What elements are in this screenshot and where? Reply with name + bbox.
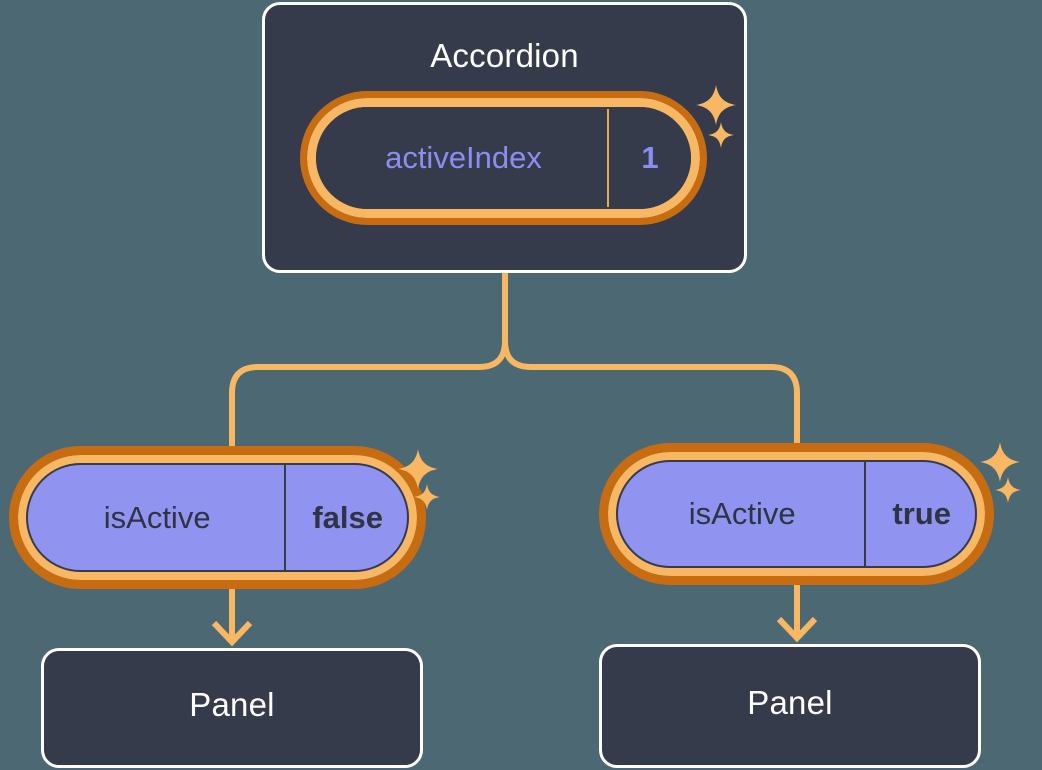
state-value-is-active-left: false (312, 499, 383, 535)
state-value-is-active-right: true (892, 496, 951, 531)
component-title-panel-left: Panel (189, 686, 275, 723)
arrow-head-right (776, 616, 818, 643)
sparkle-small-icon (413, 483, 441, 511)
state-key-is-active-left: isActive (26, 463, 287, 572)
component-title-panel-right: Panel (747, 684, 833, 721)
sparkle-large-icon (978, 440, 1022, 484)
state-value-active-index: 1 (641, 140, 659, 175)
component-box-panel-right[interactable]: Panel (599, 644, 981, 768)
arrow-head-left (211, 620, 253, 647)
state-key-active-index: activeIndex (316, 107, 609, 209)
connector-branch-left (229, 340, 508, 455)
state-pill-active-index[interactable]: activeIndex 1 (300, 91, 707, 225)
state-pill-is-active-false[interactable]: isActive false (9, 446, 426, 589)
sparkle-large-icon (396, 447, 440, 491)
connector-branch-right (502, 340, 800, 455)
state-key-is-active-right: isActive (616, 460, 867, 568)
state-pill-is-active-true[interactable]: isActive true (599, 443, 994, 585)
sparkle-large-icon (694, 83, 738, 127)
component-title-accordion: Accordion (430, 37, 579, 74)
sparkle-small-icon (994, 476, 1022, 504)
component-box-panel-left[interactable]: Panel (41, 648, 423, 768)
sparkle-small-icon (707, 121, 735, 149)
